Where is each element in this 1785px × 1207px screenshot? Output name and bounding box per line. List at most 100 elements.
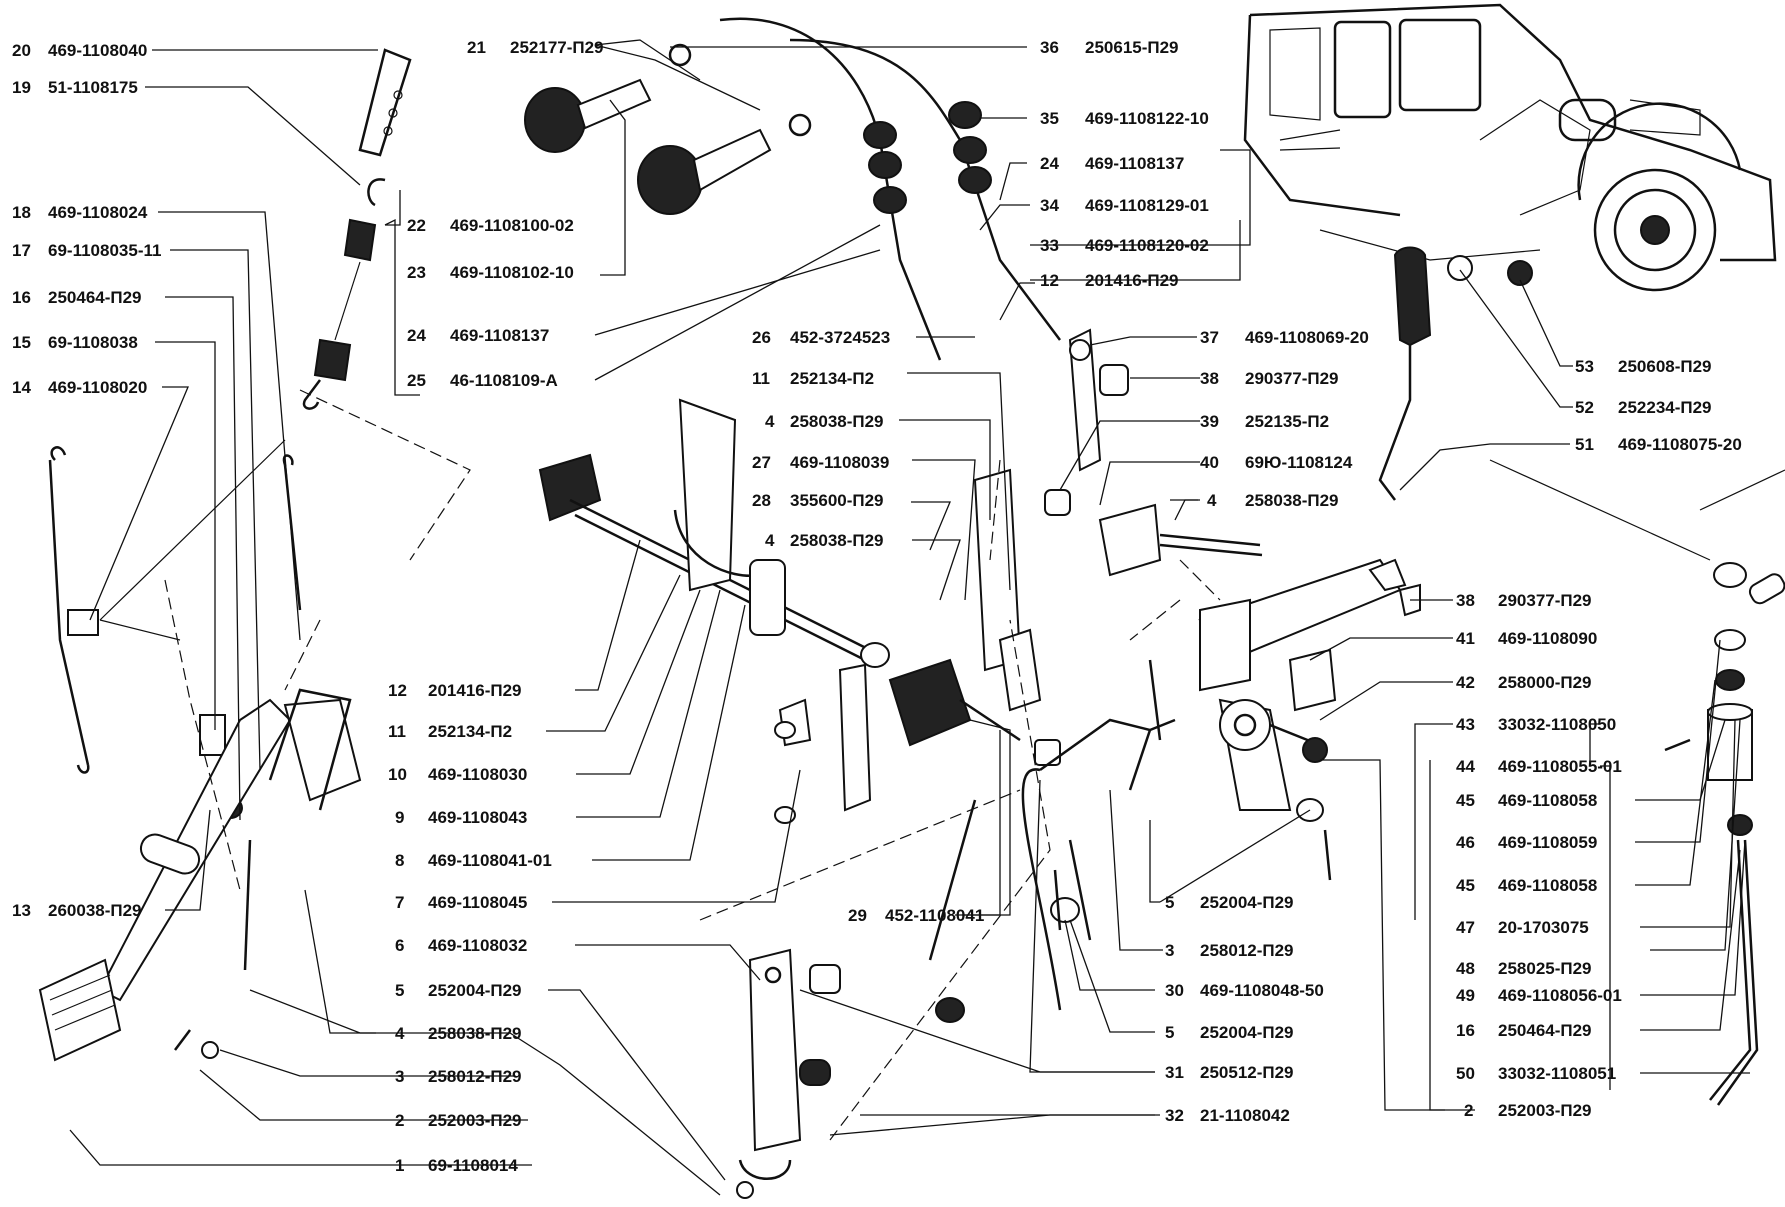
callout-number: 53	[1575, 357, 1594, 376]
callout-number: 16	[12, 288, 31, 307]
callout-number: 4	[395, 1024, 405, 1043]
callout-number: 5	[1165, 1023, 1174, 1042]
part-number: 258038-П29	[1245, 491, 1339, 510]
callout-number: 22	[407, 216, 426, 235]
central-shaft-assembly	[538, 398, 1061, 824]
callout-number: 5	[1165, 893, 1174, 912]
callout-number: 51	[1575, 435, 1594, 454]
part-number: 46-1108109-А	[450, 371, 558, 390]
callout-number: 48	[1456, 959, 1475, 978]
assembly-guides	[99, 389, 1785, 1141]
callout-number: 1	[395, 1156, 404, 1175]
callout-number: 11	[752, 369, 770, 388]
part-number: 469-1108120-02	[1085, 236, 1209, 255]
callout-number: 29	[848, 906, 867, 925]
part-number: 469-1108056-01	[1498, 986, 1622, 1005]
part-number: 469-1108030	[428, 765, 527, 784]
part-number: 469-1108059	[1498, 833, 1597, 852]
callout-number: 5	[395, 981, 404, 1000]
part-number: 469-1108055-01	[1498, 757, 1622, 776]
callout-number: 32	[1165, 1106, 1184, 1125]
part-number: 469-1108041-01	[428, 851, 552, 870]
callout-number: 23	[407, 263, 426, 282]
part-number: 469-1108090	[1498, 629, 1597, 648]
callout-number: 26	[752, 328, 771, 347]
callout-22: 22 469-1108100-02	[407, 216, 574, 235]
callout-number: 21	[467, 38, 486, 57]
callout-46: 46 469-1108059	[1456, 833, 1597, 852]
part-number: 258025-П29	[1498, 959, 1592, 978]
callout-number: 49	[1456, 986, 1475, 1005]
callout-number: 37	[1200, 328, 1219, 347]
callout-number: 16	[1456, 1021, 1475, 1040]
callout-number: 46	[1456, 833, 1475, 852]
callout-number: 38	[1456, 591, 1475, 610]
part-number: 33032-1108051	[1498, 1064, 1616, 1083]
part-number: 355600-П29	[790, 491, 884, 510]
part-number: 252177-П29	[510, 38, 604, 57]
callout-number: 15	[12, 333, 31, 352]
callout-49: 49 469-1108056-01	[1456, 986, 1622, 1005]
callout-number: 41	[1456, 629, 1475, 648]
callout-number: 6	[395, 936, 404, 955]
part-number: 452-1108041	[885, 906, 984, 925]
callout-number: 19	[12, 78, 31, 97]
part-number: 252003-П29	[1498, 1101, 1592, 1120]
part-number: 201416-П29	[428, 681, 522, 700]
part-number: 69-1108035-11	[48, 241, 161, 260]
callout-number: 44	[1456, 757, 1475, 776]
callout-number: 4	[765, 412, 775, 431]
callout-44: 44 469-1108055-01	[1456, 757, 1622, 776]
part-number: 469-1108100-02	[450, 216, 574, 235]
callout-number: 34	[1040, 196, 1059, 215]
callout-number: 52	[1575, 398, 1594, 417]
callout-number: 3	[1165, 941, 1174, 960]
part-number: 469-1108137	[450, 326, 549, 345]
callout-number: 25	[407, 371, 426, 390]
springs-and-rods	[48, 48, 412, 819]
part-number: 250464-П29	[1498, 1021, 1592, 1040]
callout-number: 35	[1040, 109, 1059, 128]
callout-number: 50	[1456, 1064, 1475, 1083]
callout-number: 9	[395, 808, 404, 827]
part-number: 252135-П2	[1245, 412, 1329, 431]
callout-number: 18	[12, 203, 31, 222]
part-number: 252134-П2	[790, 369, 874, 388]
part-number: 20-1703075	[1498, 918, 1589, 937]
callout-number: 7	[395, 893, 404, 912]
part-number: 250615-П29	[1085, 38, 1179, 57]
vehicle-illustration	[1243, 3, 1777, 292]
part-number: 469-1108020	[48, 378, 147, 397]
callout-number: 28	[752, 491, 771, 510]
callout-number: 24	[407, 326, 426, 345]
callout-number: 45	[1456, 791, 1475, 810]
callout-41: 41 469-1108090	[1456, 629, 1597, 648]
